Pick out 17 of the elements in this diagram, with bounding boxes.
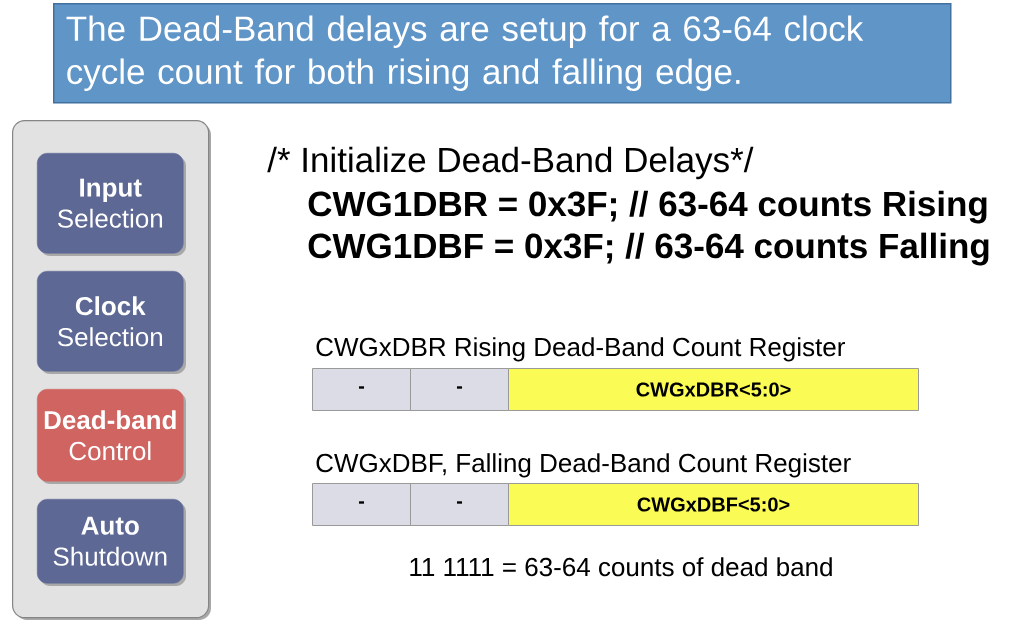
menu-block: Clock Selection: [37, 271, 186, 374]
code-line: CWG1DBF = 0x3F; // 63-64 counts Falling: [308, 232, 989, 266]
note-text: 11 1111 = 63-64 counts of dead band: [410, 557, 832, 577]
register-cell: -: [410, 368, 509, 411]
register-cell: -: [410, 483, 509, 526]
menu-block: Dead-band Control: [37, 389, 186, 484]
register-title: CWGxDBF, Falling Dead-Band Count Register: [316, 453, 851, 478]
register-cell: -: [312, 368, 411, 411]
register-title: CWGxDBR Rising Dead-Band Count Register: [316, 337, 845, 362]
menu-block: Auto Shutdown: [37, 499, 186, 586]
register-cell: CWGxDBF<5:0>: [508, 483, 919, 526]
code-line: CWG1DBR = 0x3F; // 63-64 counts Rising: [308, 190, 987, 224]
menu-block: Input Selection: [37, 153, 186, 256]
register-cell: CWGxDBR<5:0>: [508, 368, 919, 411]
code-comment: /* Initialize Dead-Band Delays*/: [267, 146, 754, 180]
callout-box: The Dead-Band delays are setup for a 63-64 clock cycle count for both rising and falling edge.: [53, 3, 952, 104]
register-cell: -: [312, 483, 411, 526]
